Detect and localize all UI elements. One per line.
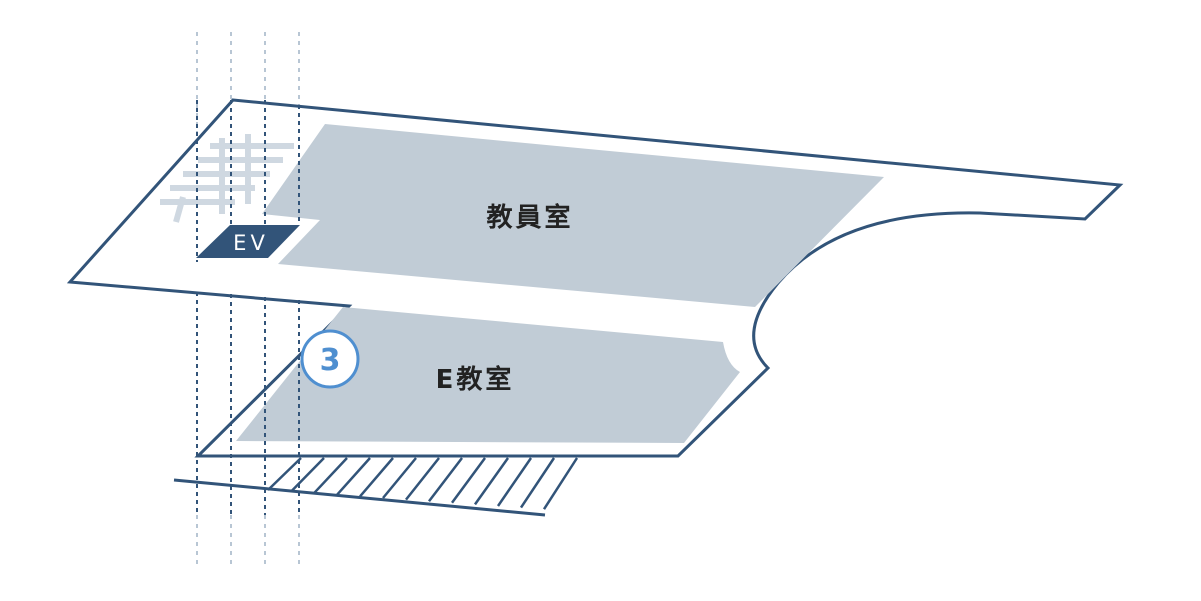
hatch-line — [519, 457, 556, 509]
hatch-line — [405, 457, 440, 501]
classroom-e[interactable] — [236, 307, 740, 443]
hatch-line — [336, 457, 371, 496]
hatch-line — [450, 457, 487, 504]
elevator-icon[interactable] — [196, 225, 300, 258]
floor-number-badge-icon: 3 — [300, 329, 360, 389]
staff-room-label: 教員室 — [486, 202, 573, 233]
lower-hatched-bar — [173, 457, 579, 517]
floor-number: 3 — [320, 343, 341, 378]
hatch-line — [313, 457, 348, 495]
staff-room[interactable] — [262, 124, 884, 307]
hatch-line — [428, 457, 463, 502]
hatch-line — [267, 457, 302, 491]
hatch-line — [290, 457, 325, 493]
hatch-line — [382, 457, 417, 499]
shaft-lines-mid — [196, 100, 300, 515]
stairs-icon — [160, 134, 294, 223]
shaft-lines-lower — [196, 515, 300, 568]
hatch-line — [473, 457, 510, 506]
hatch-line — [542, 457, 579, 510]
classroom-e-label: E教室 — [436, 364, 515, 395]
hatch-line — [359, 457, 394, 498]
elevator-label: EV — [233, 231, 269, 255]
hatch-line — [496, 457, 533, 507]
